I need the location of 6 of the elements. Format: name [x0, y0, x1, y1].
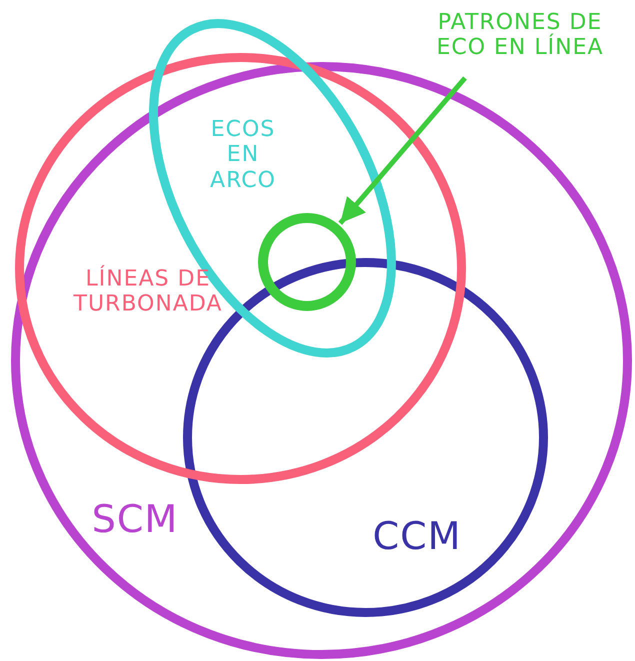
set-label: ECOS EN ARCO [209, 117, 277, 193]
leader-arrow [338, 76, 467, 225]
set-label: SCM [90, 498, 180, 542]
set-label: CCM [372, 515, 462, 559]
callout-label: PATRONES DE ECO EN LÍNEA [415, 10, 625, 61]
set-label: LÍNEAS DE TURBONADA [73, 266, 223, 318]
